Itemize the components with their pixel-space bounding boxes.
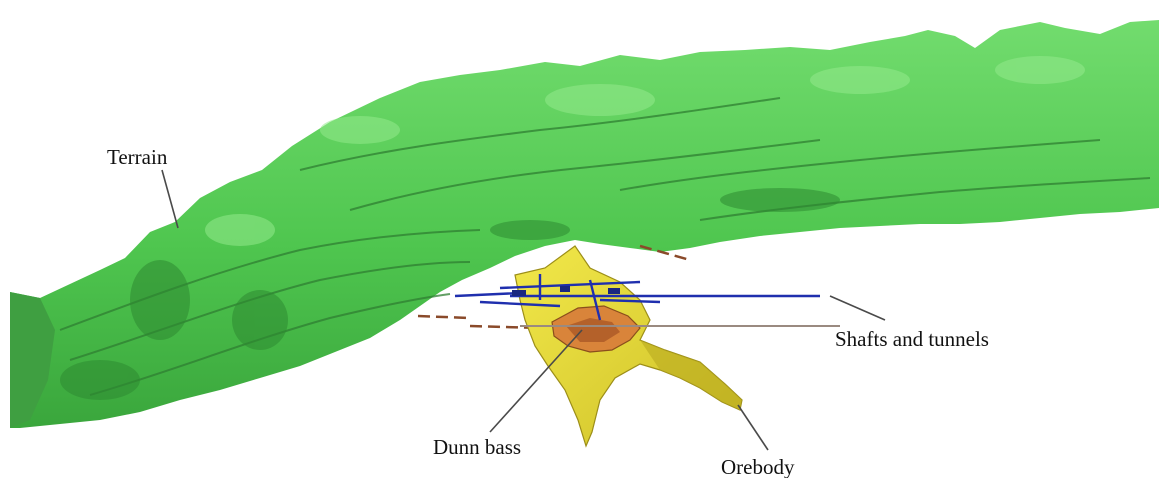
orebody-label: Orebody (721, 455, 795, 478)
orebody-leader (738, 405, 768, 450)
shafts-leader (830, 296, 885, 320)
shafts-label: Shafts and tunnels (835, 327, 989, 351)
terrain-label: Terrain (107, 145, 168, 169)
dunn-bass-label: Dunn bass (433, 435, 521, 459)
orebody-shape (515, 246, 742, 446)
orebody (515, 246, 742, 446)
terrain-leader (162, 170, 178, 228)
